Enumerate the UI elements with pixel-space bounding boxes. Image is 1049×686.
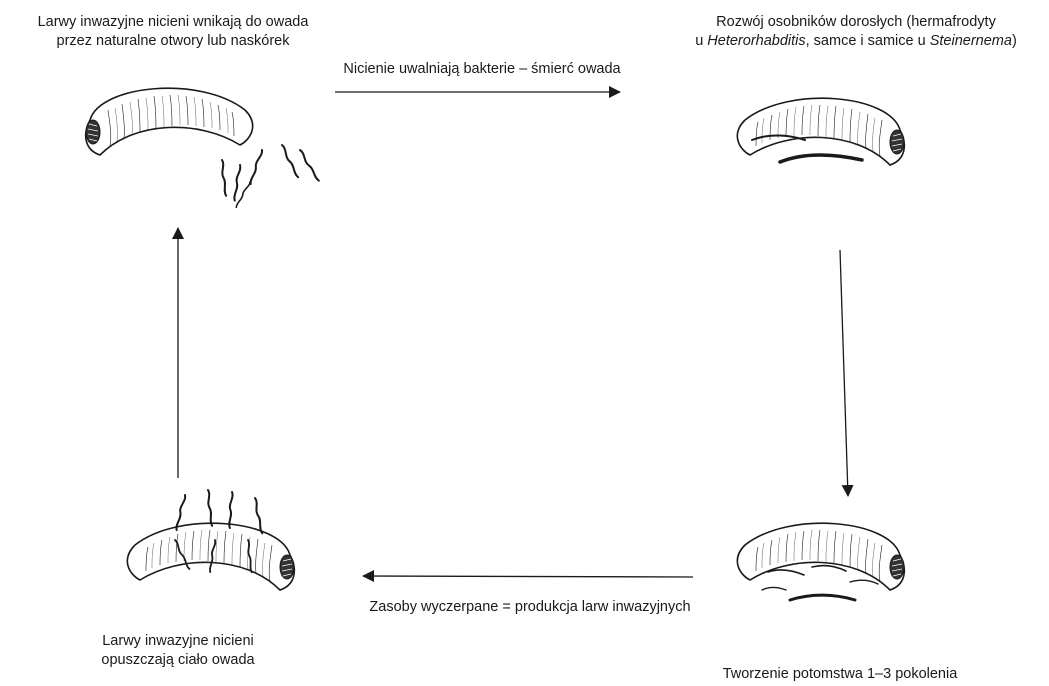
stage-label-infection: Larwy inwazyjne nicieni wnikają do owada…	[8, 13, 338, 51]
transition-label-top: Nicienie uwalniają bakterie – śmierć owa…	[292, 60, 672, 79]
stage-label-exit: Larwy inwazyjne nicieni opuszczają ciało…	[38, 632, 318, 670]
larva-bottom-right	[737, 523, 904, 590]
larva-bottom-left	[127, 523, 294, 590]
transition-label-bottom: Zasoby wyczerpane = produkcja larw inwaz…	[320, 598, 740, 617]
stage-label-adults-line2: u Heterorhabditis, samce i samice u Stei…	[670, 32, 1042, 51]
stage-label-adults: Rozwój osobników dorosłych (hermafrodyty…	[670, 13, 1042, 51]
arrow-right	[840, 250, 848, 496]
stage-label-exit-line1: Larwy inwazyjne nicieni	[38, 632, 318, 651]
stage-label-adults-line1: Rozwój osobników dorosłych (hermafrodyty	[670, 13, 1042, 32]
larva-top-left	[86, 88, 253, 155]
stage-label-offspring: Tworzenie potomstwa 1–3 pokolenia	[700, 665, 980, 684]
nematodes-entering	[221, 145, 319, 208]
stage-label-infection-line2: przez naturalne otwory lub naskórek	[8, 32, 338, 51]
arrow-bottom	[363, 576, 693, 577]
stage-label-exit-line2: opuszczają ciało owada	[38, 651, 318, 670]
stage-label-infection-line1: Larwy inwazyjne nicieni wnikają do owada	[8, 13, 338, 32]
